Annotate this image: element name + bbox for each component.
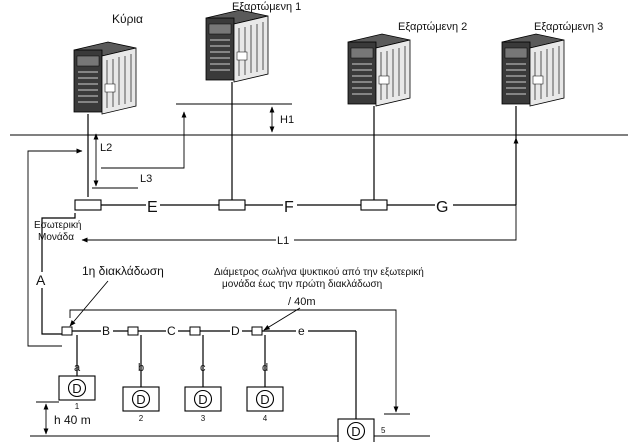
limit-pointer	[263, 307, 301, 331]
indoor-symbol-2: D	[136, 392, 145, 407]
indoor-symbol-1: D	[72, 381, 81, 396]
segment-D: D	[231, 324, 240, 338]
indoor-number-3: 3	[201, 414, 206, 423]
seg-bg-e	[296, 323, 308, 339]
tee-sub1	[218, 199, 246, 211]
l3-path	[101, 111, 187, 169]
pipe-note-2: μονάδα έως την πρώτη διακλάδωση	[222, 278, 382, 290]
pipe-note-1: Διάμετρος σωλήνα ψυκτικού από την εξωτερ…	[214, 266, 424, 278]
indoor-number-1: 1	[75, 402, 80, 411]
seg-bg-B	[101, 323, 113, 339]
segment-G: G	[436, 199, 448, 216]
segment-c: c	[200, 362, 206, 374]
indoor-number-4: 4	[263, 414, 268, 423]
segment-F: F	[284, 199, 294, 216]
indoor-unit-label-1: Εσωτερική	[34, 219, 81, 231]
dim-limit: / 40m	[288, 296, 316, 308]
segment-d: d	[262, 362, 268, 374]
l1-label-bg	[276, 233, 294, 247]
outdoor-unit-sub2	[347, 33, 411, 107]
unit-label-sub1: Εξαρτώμενη 1	[232, 1, 301, 13]
tee-sub2	[360, 199, 388, 211]
dim-L3: L3	[140, 173, 152, 185]
outdoor-unit-sub3	[501, 33, 565, 107]
outdoor-unit-main	[73, 41, 137, 115]
segment-B: B	[102, 324, 110, 338]
indoor-symbol-3: D	[198, 392, 207, 407]
pipe-A	[41, 213, 76, 335]
segment-a: a	[74, 362, 81, 374]
segment-A: A	[36, 272, 46, 288]
indoor-number-2: 2	[139, 414, 144, 423]
joint-1	[61, 326, 73, 336]
indoor-symbol-5: D	[351, 424, 360, 439]
seg-bg-C	[166, 323, 178, 339]
segment-b: b	[138, 362, 144, 374]
joint-2	[127, 326, 139, 336]
seg-bg-A	[35, 272, 49, 288]
joint-3	[189, 326, 201, 336]
dim-H1: H1	[280, 114, 294, 126]
segment-C: C	[167, 324, 176, 338]
indoor-unit-label-2: Μονάδα	[38, 231, 74, 243]
dim-h: h 40 m	[54, 413, 91, 427]
left-return-line	[27, 148, 83, 347]
unit-label-sub2: Εξαρτώμενη 2	[398, 21, 467, 33]
first-branch-label: 1η διακλάδωση	[82, 264, 164, 278]
segment-E: E	[147, 199, 158, 216]
indoor-number-5: 5	[381, 426, 386, 435]
joint-4	[251, 326, 263, 336]
tee-main	[74, 199, 102, 211]
limit-path	[69, 309, 399, 413]
dim-L2: L2	[100, 142, 112, 154]
l1-path	[81, 137, 519, 243]
dim-L1: L1	[277, 235, 289, 247]
segment-e: e	[298, 324, 305, 338]
unit-label-main: Κύρια	[112, 12, 143, 26]
indoor-symbol-4: D	[260, 392, 269, 407]
unit-label-sub3: Εξαρτώμενη 3	[534, 21, 603, 33]
outdoor-unit-sub1	[205, 9, 269, 83]
seg-bg-D	[230, 323, 242, 339]
first-branch-pointer	[69, 280, 109, 327]
